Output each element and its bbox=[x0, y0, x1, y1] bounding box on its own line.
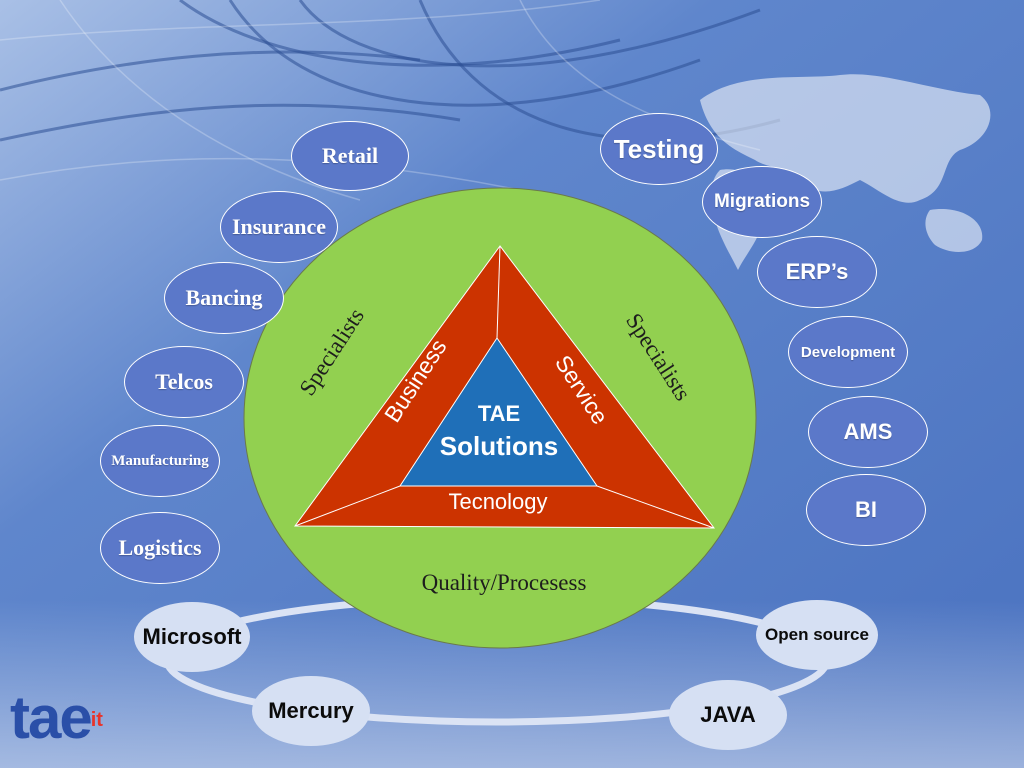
industry-telcos: Telcos bbox=[124, 346, 244, 418]
globe-lines bbox=[0, 0, 781, 142]
tech-open-source: Open source bbox=[756, 600, 878, 670]
solutions-label: Solutions bbox=[440, 431, 558, 461]
industry-bancing: Bancing bbox=[164, 262, 284, 334]
tech-microsoft: Microsoft bbox=[134, 602, 250, 672]
tech-java: JAVA bbox=[669, 680, 787, 750]
tae-it-logo: taeit bbox=[10, 688, 103, 748]
tae-label: TAE bbox=[478, 401, 520, 426]
logo-superscript: it bbox=[90, 708, 103, 731]
circle-bottom-label: Quality/Procesess bbox=[422, 570, 587, 595]
logo-text: tae bbox=[10, 684, 93, 751]
industry-retail: Retail bbox=[291, 121, 409, 191]
tech-mercury: Mercury bbox=[252, 676, 370, 746]
inner-triangle bbox=[399, 337, 598, 487]
industry-logistics: Logistics bbox=[100, 512, 220, 584]
triangle-technology-label: Tecnology bbox=[448, 489, 547, 514]
service-development: Development bbox=[788, 316, 908, 388]
service-testing: Testing bbox=[600, 113, 718, 185]
industry-insurance: Insurance bbox=[220, 191, 338, 263]
service-ams: AMS bbox=[808, 396, 928, 468]
service-bi: BI bbox=[806, 474, 926, 546]
service-migrations: Migrations bbox=[702, 166, 822, 238]
service-erps: ERP’s bbox=[757, 236, 877, 308]
industry-manufacturing: Manufacturing bbox=[100, 425, 220, 497]
